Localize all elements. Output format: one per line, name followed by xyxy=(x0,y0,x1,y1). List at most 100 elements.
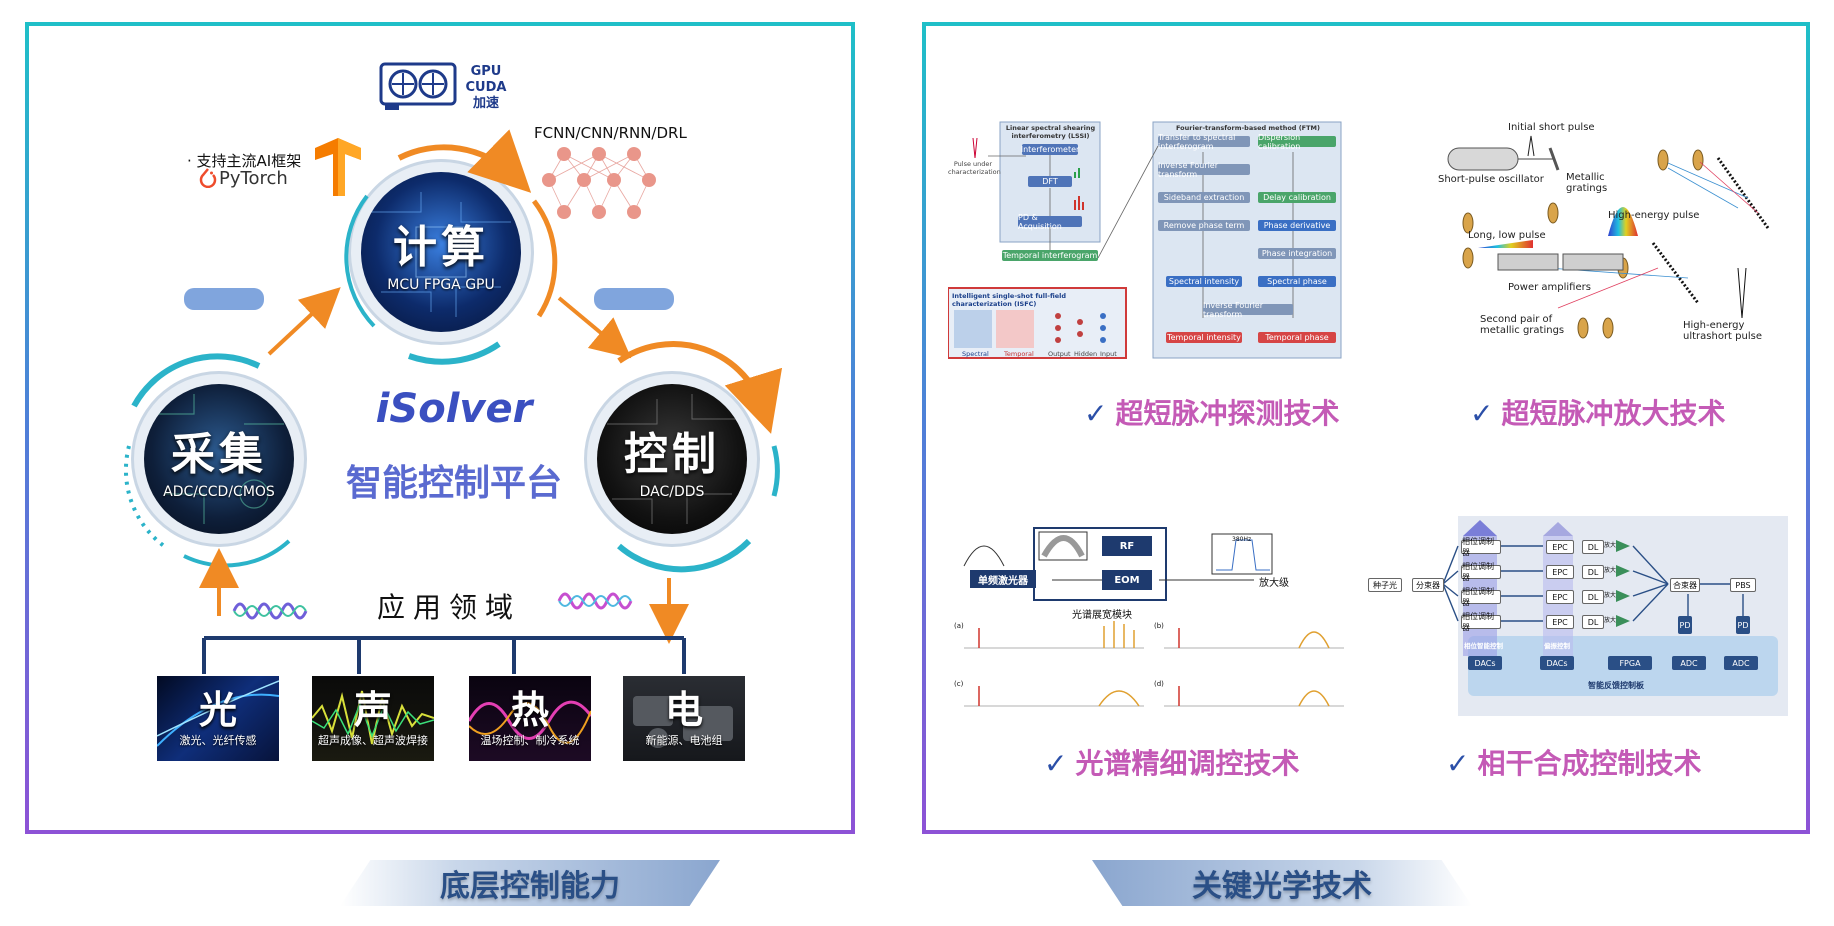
pulse-detection-figure: Linear spectral shearing interferometry … xyxy=(948,118,1348,366)
lssi-title: Linear spectral shearing interferometry … xyxy=(1005,124,1096,140)
left-ribbon-text: 底层控制能力 xyxy=(440,869,620,904)
acquire-sub: ADC/CCD/CMOS xyxy=(163,484,275,500)
app-domain-label: 应用领域 xyxy=(376,591,521,624)
app-light-title: 光 xyxy=(198,687,237,732)
adc-box-1: ADC xyxy=(1672,656,1706,670)
cpa-oscillator: Short-pulse oscillator xyxy=(1438,174,1544,185)
pol-ctrl-label: 偏振控制 xyxy=(1544,642,1570,650)
gpu-line1: GPU xyxy=(470,64,502,79)
cpa-metallic: Metallic gratings xyxy=(1566,172,1608,194)
laser-box: 单频激光器 xyxy=(970,570,1036,588)
ftm-step-4: Remove phase term xyxy=(1158,220,1250,231)
gpu-icon xyxy=(379,60,459,112)
pulse-label: Pulse under characterization xyxy=(948,160,1001,176)
app-heat-sub: 温场控制、制冷系统 xyxy=(480,733,580,747)
sound-wave-icon xyxy=(312,690,434,745)
isfc-title: Intelligent single-shot full-field chara… xyxy=(952,292,1067,308)
dl-4: DL xyxy=(1582,615,1604,629)
dacs-box-2: DACs xyxy=(1540,656,1574,670)
compute-sub: MCU FPGA GPU xyxy=(387,277,495,293)
epc-2: EPC xyxy=(1546,565,1574,579)
control-circle: 控制 DAC/DDS xyxy=(597,384,747,534)
left-panel: GPU CUDA 加速 FCNN/CNN/RNN/DRL · 支持主流AI框架 … xyxy=(25,22,855,834)
app-heat: 热 温场控制、制冷系统 xyxy=(469,676,591,761)
spectral-control-figure: 单频激光器 RF EOM 光谱展宽模块 放大级 380Hz (a) (b) (c… xyxy=(954,526,1354,736)
board-label: 智能反馈控制板 xyxy=(1588,681,1644,690)
app-light-sub: 激光、光纤传感 xyxy=(179,733,257,747)
eom-box: EOM xyxy=(1102,570,1152,590)
tech-title-3-text: 光谱精细调控技术 xyxy=(1075,747,1300,780)
app-electric-title: 电 xyxy=(664,687,703,732)
app-sound-title: 声 xyxy=(353,687,392,732)
ftm-right-1: Dispersion calibration xyxy=(1258,133,1336,151)
freq-label: 380Hz xyxy=(1232,536,1252,543)
dl-1: DL xyxy=(1582,540,1604,554)
ftm-step-6: Inverse Fourier transform xyxy=(1203,301,1293,319)
compute-title: 计算 xyxy=(393,222,489,273)
phase-mod-4: 相位调制器 xyxy=(1461,612,1501,632)
app-electric: 电 新能源、电池组 xyxy=(623,676,745,761)
cpa-ultrashort: High-energy ultrashort pulse xyxy=(1683,320,1762,342)
cpa-second-pair: Second pair of metallic gratings xyxy=(1480,314,1565,336)
fpga-box: FPGA xyxy=(1608,656,1652,670)
cpa-long-low: Long, low pulse xyxy=(1468,230,1546,241)
figure-connectors xyxy=(948,121,1342,359)
phase-mod-3: 相位调制器 xyxy=(1461,587,1501,607)
ftm-right-4: Phase integration xyxy=(1258,248,1336,259)
amp-label-1: 放大 xyxy=(1604,542,1617,549)
pytorch-label: PyTorch xyxy=(219,168,288,189)
app-light: 光 激光、光纤传感 xyxy=(157,676,279,761)
tech-title-4: ✓相干合成控制技术 xyxy=(1446,742,1701,782)
cpa-diagram xyxy=(1447,135,1770,339)
panel-c: (c) xyxy=(954,680,964,688)
pulse-amplification-figure: Initial short pulse Short-pulse oscillat… xyxy=(1438,118,1778,358)
interferometer-box: Interferometer xyxy=(1020,144,1080,155)
spectral-diagram xyxy=(963,527,1344,707)
nn-label: FCNN/CNN/RNN/DRL xyxy=(534,124,687,142)
ftm-right-2: Delay calibration xyxy=(1258,192,1336,203)
combining-diagram xyxy=(1442,516,1788,716)
cpa-high-energy: High-energy pulse xyxy=(1608,210,1700,221)
framework-label: · 支持主流AI框架 xyxy=(187,152,302,170)
ftm-step-1: Transfer to spectral interferogram xyxy=(1158,133,1250,151)
seed-box: 种子光 xyxy=(1368,578,1402,592)
phase-ctrl-label: 相位智能控制 xyxy=(1464,642,1503,650)
tech-title-3: ✓光谱精细调控技术 xyxy=(1044,742,1299,782)
phase-mod-1: 相位调制器 xyxy=(1461,537,1501,557)
coherent-combining-figure: 种子光 分束器 相位调制器 相位调制器 相位调制器 相位调制器 EPC EPC … xyxy=(1368,516,1788,716)
pbs-box: PBS xyxy=(1730,578,1756,592)
epc-4: EPC xyxy=(1546,615,1574,629)
panel-d: (d) xyxy=(1154,680,1164,688)
panel-a: (a) xyxy=(954,622,964,630)
platform-name: iSolver xyxy=(375,386,533,432)
ftm-right-6: Temporal phase xyxy=(1258,332,1336,343)
amp-label: 放大级 xyxy=(1259,578,1289,589)
compute-circle: 计算 MCU FPGA GPU xyxy=(361,172,521,332)
ftm-step-2: Inverse Fourier transform xyxy=(1158,161,1250,179)
splitter-box: 分束器 xyxy=(1412,578,1444,592)
gpu-line2: CUDA xyxy=(465,80,507,95)
right-ribbon: 关键光学技术 xyxy=(1092,860,1472,906)
axis-spectral: Spectral xyxy=(962,350,989,358)
acquire-circle: 采集 ADC/CCD/CMOS xyxy=(144,384,294,534)
cpa-power-amp: Power amplifiers xyxy=(1508,282,1591,293)
app-heat-title: 热 xyxy=(510,687,549,732)
check-icon: ✓ xyxy=(1044,747,1068,780)
epc-1: EPC xyxy=(1546,540,1574,554)
axis-input: Input xyxy=(1100,350,1117,358)
control-title: 控制 xyxy=(624,429,720,480)
pd-box: PD & Acquisition xyxy=(1018,213,1082,231)
panel-b: (b) xyxy=(1154,622,1164,630)
cpa-initial: Initial short pulse xyxy=(1508,122,1595,133)
ftm-right-3: Phase derivative xyxy=(1258,220,1336,231)
dacs-box-1: DACs xyxy=(1468,656,1502,670)
right-ribbon-text: 关键光学技术 xyxy=(1192,869,1372,904)
gpu-text: GPU CUDA 加速 xyxy=(461,64,511,112)
gpu-line3: 加速 xyxy=(472,96,499,111)
app-electric-sub: 新能源、电池组 xyxy=(645,733,723,747)
check-icon: ✓ xyxy=(1084,397,1108,430)
epc-3: EPC xyxy=(1546,590,1574,604)
tech-title-2: ✓超短脉冲放大技术 xyxy=(1470,392,1725,432)
dl-3: DL xyxy=(1582,590,1604,604)
tech-title-1-text: 超短脉冲探测技术 xyxy=(1115,397,1340,430)
